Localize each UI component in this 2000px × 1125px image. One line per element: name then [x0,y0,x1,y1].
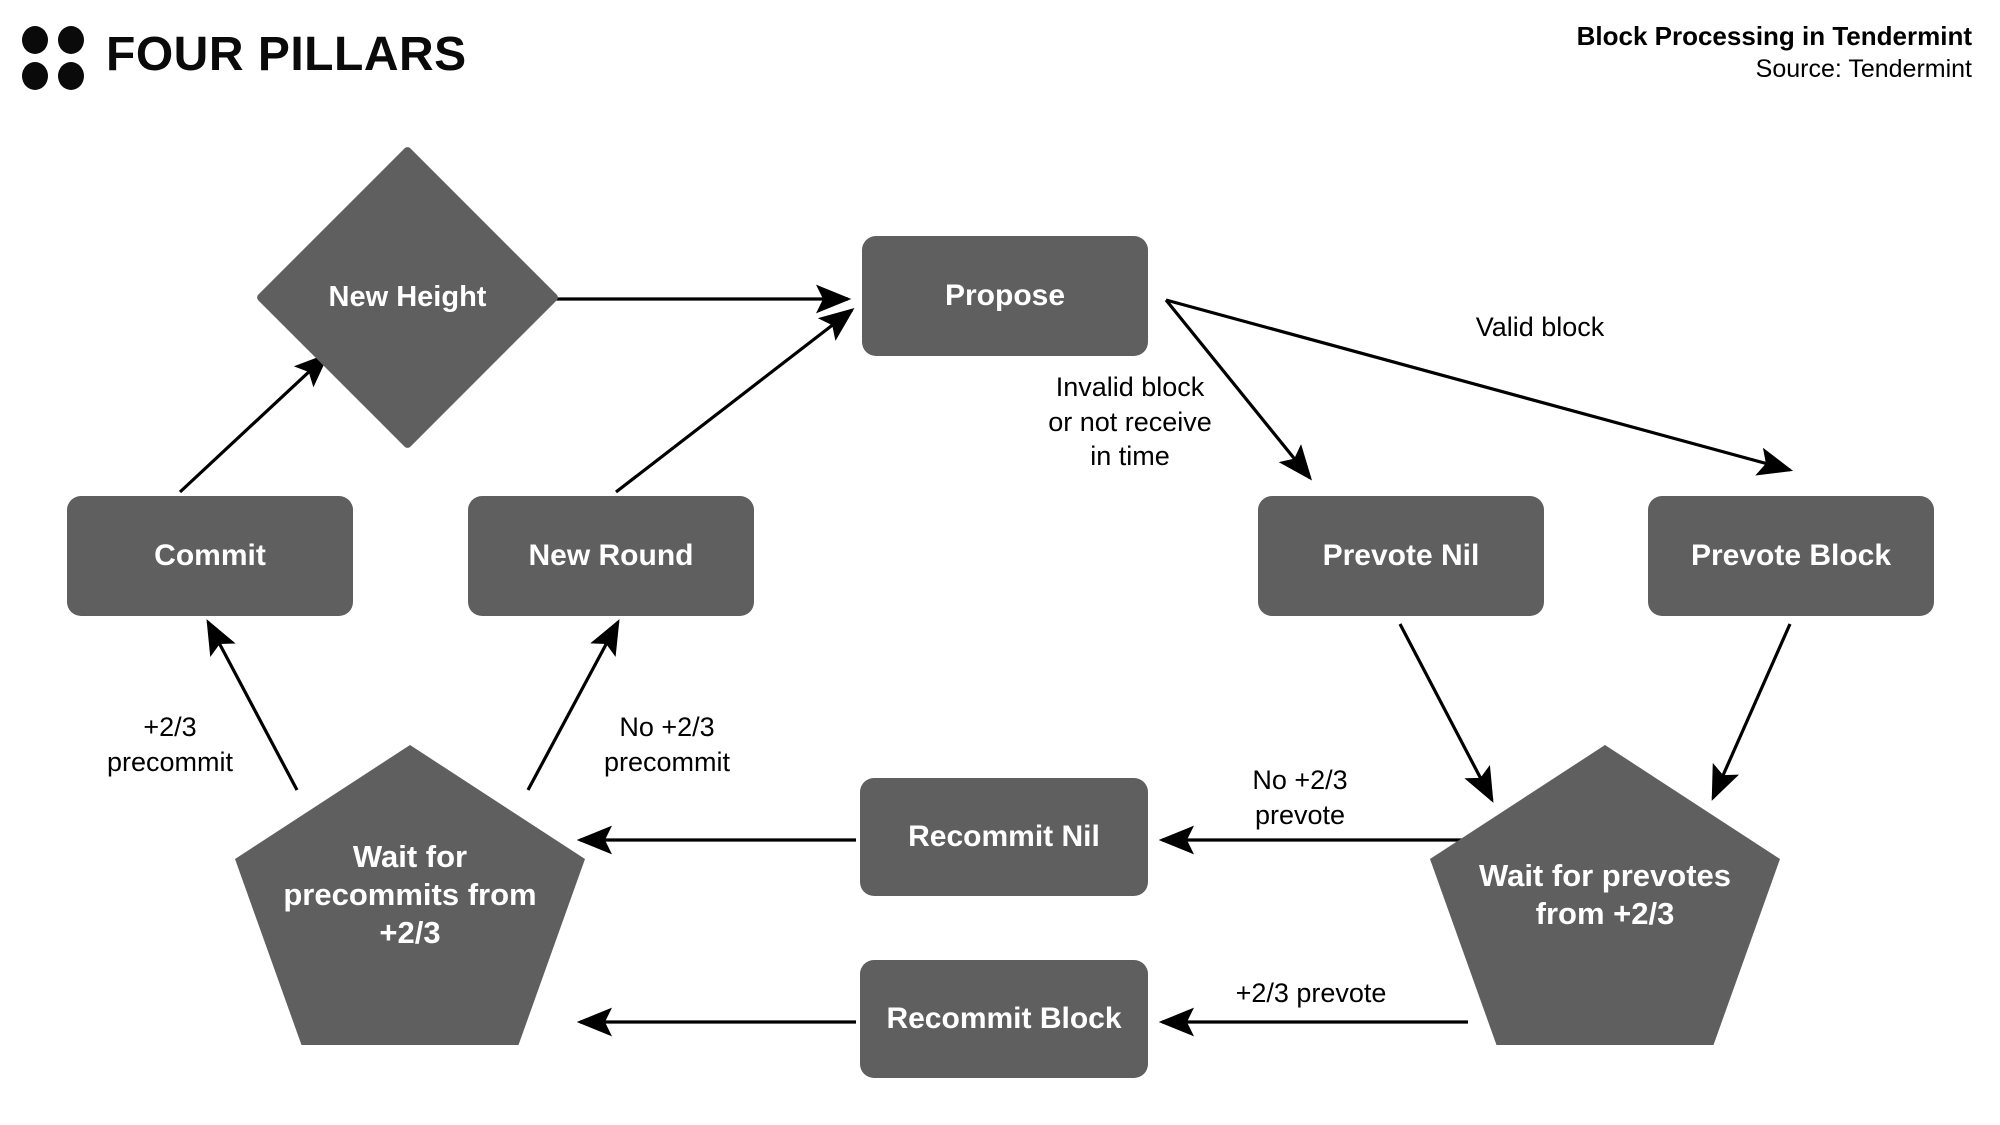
edge-propose-to-prevote-nil [1164,298,1313,481]
edge-label-no-23-prevote: No +2/3 prevote [1252,765,1348,830]
brand-logo: FOUR PILLARS [22,18,502,92]
node-commit-label: Commit [154,538,266,572]
node-recommit-nil-label: Recommit Nil [908,819,1100,853]
node-new-round[interactable]: New Round [468,496,754,616]
edge-label-23-precommit: +2/3 precommit [106,712,234,777]
node-wait-for-prevotes[interactable]: Wait for prevotes from +2/3 [1430,745,1780,1045]
node-new-height[interactable]: New Height [255,145,560,450]
node-new-round-label: New Round [528,538,694,572]
edge-label-invalid-block: Invalid block or not receive in time [1048,372,1212,472]
node-propose[interactable]: Propose [862,236,1148,356]
node-wait-for-precommits[interactable]: Wait for precommits from +2/3 [235,745,585,1045]
edge-label-valid-block: Valid block [1475,312,1605,342]
edge-label-no-23-precommit: No +2/3 precommit [603,712,731,777]
edge-wait-precommits-to-new-round [526,619,620,791]
edge-commit-to-new-height [178,352,330,494]
edge-wait-precommits-to-commit [206,619,299,791]
edge-new-round-to-propose [615,308,855,494]
four-dots-logo-icon [22,24,84,90]
header-meta: Block Processing in Tendermint Source: T… [1252,20,1972,85]
node-wait-for-prevotes-label: Wait for prevotes from +2/3 [1478,858,1732,931]
edge-propose-to-prevote-block [1165,298,1794,476]
edge-label-23-prevote: +2/3 prevote [1235,978,1387,1008]
node-prevote-nil-label: Prevote Nil [1322,538,1480,572]
node-recommit-block-label: Recommit Block [886,1001,1122,1035]
source-attribution: Source: Tendermint [1755,54,1972,83]
node-wait-for-precommits-label: Wait for precommits from +2/3 [283,839,537,950]
edge-prevote-block-to-wait-prevotes [1711,623,1792,801]
node-new-height-label: New Height [328,280,487,313]
node-recommit-block[interactable]: Recommit Block [860,960,1148,1078]
page-title: Block Processing in Tendermint [1576,21,1972,51]
node-prevote-nil[interactable]: Prevote Nil [1258,496,1544,616]
node-propose-label: Propose [944,278,1066,312]
node-commit[interactable]: Commit [67,496,353,616]
node-recommit-nil[interactable]: Recommit Nil [860,778,1148,896]
node-prevote-block-label: Prevote Block [1690,538,1892,572]
edge-prevote-nil-to-wait-prevotes [1398,623,1494,803]
node-prevote-block[interactable]: Prevote Block [1648,496,1934,616]
brand-name: FOUR PILLARS [106,28,467,81]
